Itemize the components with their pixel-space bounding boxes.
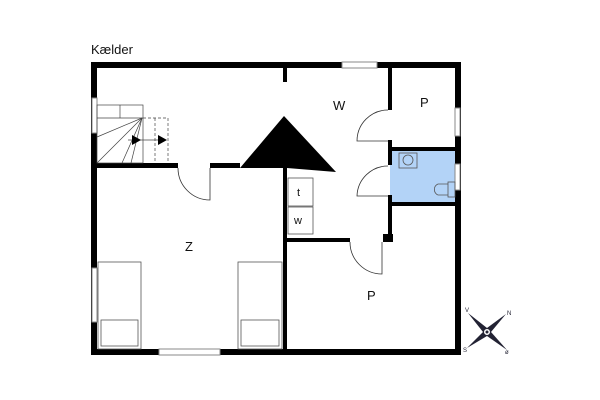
compass-v: V (465, 308, 469, 314)
stair-arrow-icon (132, 135, 141, 145)
appliance-label-t: t (297, 187, 300, 199)
compass-n: N (507, 311, 511, 317)
staircase (96, 104, 169, 164)
bed-left (97, 261, 142, 350)
room-label-p-upper: P (420, 95, 429, 110)
appliance-label-w: w (293, 215, 302, 227)
stair-arrow-icon (158, 135, 167, 145)
room-label-w: W (333, 98, 346, 113)
bed-right (237, 261, 283, 350)
room-label-z: Z (185, 239, 193, 254)
compass-o: ø (505, 350, 509, 356)
room-label-p-lower: P (367, 288, 376, 303)
compass-s: S (463, 348, 467, 354)
appliance-w (287, 206, 314, 235)
walls (91, 62, 461, 355)
sink-icon (398, 152, 418, 169)
toilet-icon (434, 181, 456, 198)
doors (177, 109, 389, 275)
windows (91, 61, 461, 356)
appliance-t (287, 177, 314, 207)
floor-title: Kælder (91, 42, 134, 57)
bathroom-fill (390, 150, 455, 203)
compass-rose-icon: V N S ø (463, 308, 511, 356)
